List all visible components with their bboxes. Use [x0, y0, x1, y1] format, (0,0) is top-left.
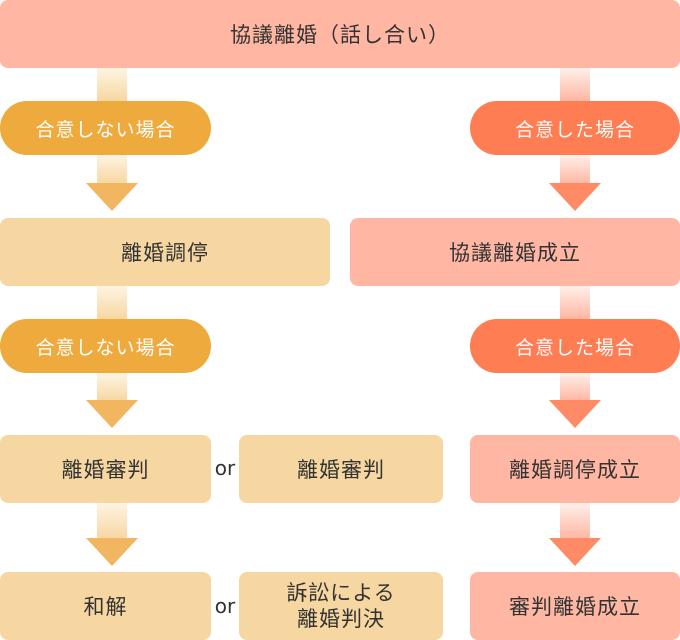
left-arrow-3	[86, 538, 138, 566]
left-pill-1-label: 合意しない場合	[35, 118, 176, 141]
mediation-box: 離婚調停	[0, 218, 330, 286]
right-arrow-2	[549, 400, 601, 428]
left-connector-3	[97, 286, 127, 319]
left-pill-2-label: 合意しない場合	[35, 336, 176, 359]
left-arrow-2	[86, 400, 138, 428]
lawsuit-box: 訴訟による 離婚判決	[239, 572, 443, 640]
left-connector-1	[97, 68, 127, 101]
mediation-done-box: 離婚調停成立	[470, 435, 680, 503]
agreement-box: 協議離婚成立	[350, 218, 680, 286]
left-pill-not-agreed-1: 合意しない場合	[0, 101, 211, 155]
right-connector-4	[560, 373, 590, 401]
lawsuit-label-line1: 訴訟による	[286, 581, 396, 605]
right-connector-5	[560, 503, 590, 539]
settlement-box: 和解	[0, 572, 211, 640]
lawsuit-label-line2: 離婚判決	[297, 607, 385, 631]
trial-done-box: 審判離婚成立	[470, 572, 680, 640]
mediation-done-label: 離婚調停成立	[509, 458, 641, 482]
left-arrow-1	[86, 183, 138, 211]
left-connector-4	[97, 373, 127, 401]
top-box-kyogi-rikon: 協議離婚（話し合い）	[0, 0, 680, 68]
right-pill-2-label: 合意した場合	[514, 336, 635, 359]
right-pill-1-label: 合意した場合	[514, 118, 635, 141]
mediation-label: 離婚調停	[121, 241, 209, 265]
left-pill-not-agreed-2: 合意しない場合	[0, 319, 211, 373]
trial-box: 離婚審判	[0, 435, 211, 503]
trial-alt-label: 離婚審判	[297, 458, 385, 482]
trial-label: 離婚審判	[61, 458, 150, 482]
left-connector-2	[97, 155, 127, 184]
or-label-2: or	[214, 594, 236, 618]
left-connector-5	[97, 503, 127, 539]
agreement-label: 協議離婚成立	[449, 241, 581, 265]
top-box-label: 協議離婚（話し合い）	[230, 23, 450, 47]
right-arrow-1	[549, 183, 601, 211]
right-pill-agreed-2: 合意した場合	[470, 319, 680, 373]
right-connector-1	[560, 68, 590, 101]
or-label-1: or	[214, 456, 236, 480]
settlement-label: 和解	[83, 595, 128, 619]
trial-done-label: 審判離婚成立	[509, 595, 641, 619]
right-connector-3	[560, 286, 590, 319]
right-connector-2	[560, 155, 590, 184]
trial-alt-box: 離婚審判	[239, 435, 443, 503]
right-pill-agreed-1: 合意した場合	[470, 101, 680, 155]
right-arrow-3	[549, 538, 601, 566]
